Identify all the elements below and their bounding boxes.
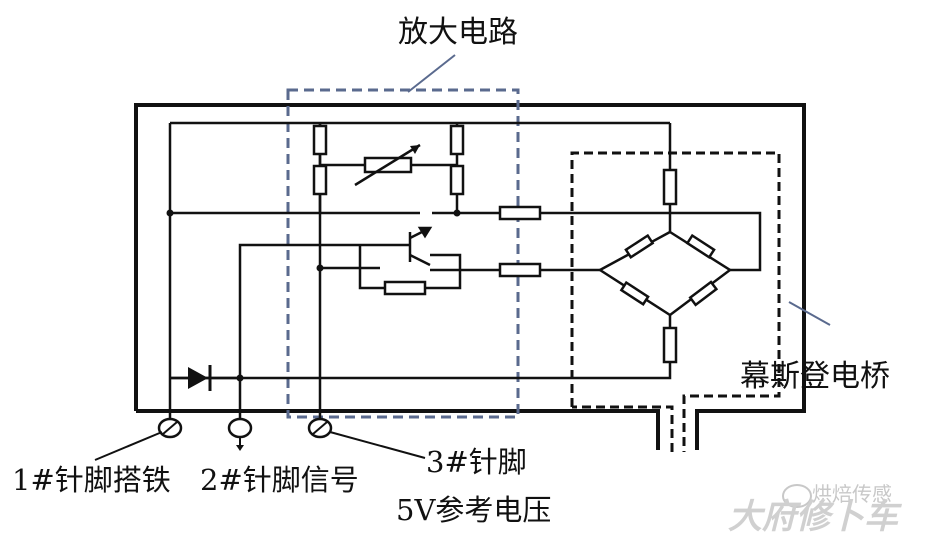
bridge-leader-line bbox=[788, 301, 831, 326]
wechat-icon bbox=[782, 484, 812, 508]
pin-2-terminal bbox=[227, 417, 253, 451]
pin-3-terminal bbox=[307, 417, 333, 439]
resistor-bridge-bottom-link bbox=[498, 262, 542, 278]
variable-resistor bbox=[354, 143, 421, 187]
pin-3-voltage-label: 5V参考电压 bbox=[396, 493, 552, 527]
resistor-bridge-supply bbox=[662, 168, 678, 206]
leader-lines bbox=[94, 431, 426, 461]
wheatstone-bridge bbox=[597, 230, 733, 317]
pin-1-terminal bbox=[157, 417, 183, 439]
bridge-dashed-frame bbox=[570, 151, 781, 452]
watermark-account: 烘焙传感 bbox=[812, 482, 892, 506]
sensor-housing bbox=[134, 103, 806, 450]
resistor-r2 bbox=[312, 164, 328, 196]
watermark-brand: 大府修卜车 bbox=[728, 497, 898, 537]
pin-1-label: 1#针脚搭铁 bbox=[12, 463, 171, 497]
resistor-feedback bbox=[383, 280, 427, 296]
resistor-bridge-top-link bbox=[498, 205, 542, 221]
pin-3-label: 3#针脚 bbox=[426, 445, 527, 479]
amplifier-transistor bbox=[380, 226, 433, 267]
resistor-r1 bbox=[312, 124, 328, 156]
amplifier-dashed-frame bbox=[286, 88, 520, 419]
resistor-r3 bbox=[449, 124, 465, 156]
pin-2-label: 2#针脚信号 bbox=[200, 463, 359, 497]
diode bbox=[188, 365, 212, 391]
resistor-r4 bbox=[449, 164, 465, 196]
wiring bbox=[168, 121, 762, 420]
bridge-label: 幕斯登电桥 bbox=[740, 359, 890, 394]
amplifier-leader-line bbox=[407, 54, 456, 93]
junction-dots bbox=[166, 209, 461, 382]
amplifier-label: 放大电路 bbox=[398, 15, 518, 50]
resistor-bridge-return bbox=[662, 326, 678, 364]
